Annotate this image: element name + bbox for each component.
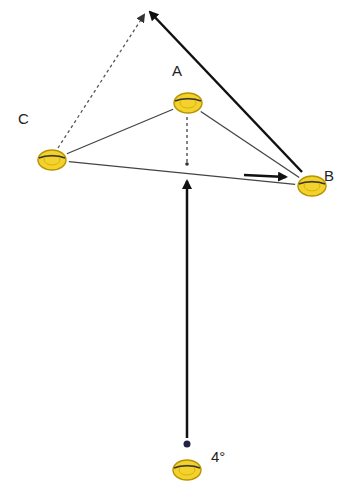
stone-label: B bbox=[324, 168, 334, 183]
curling-stone bbox=[172, 91, 204, 115]
small-arrow bbox=[244, 175, 286, 177]
stone-node: 4° bbox=[171, 458, 203, 482]
aim-dot bbox=[184, 441, 191, 448]
dashed-drop bbox=[186, 117, 187, 162]
stone-label: C bbox=[18, 111, 29, 126]
curling-stone bbox=[296, 174, 328, 198]
stone-node: B bbox=[296, 174, 328, 198]
stone-label: A bbox=[172, 63, 182, 78]
stone-node: A bbox=[172, 91, 204, 115]
b-arrow bbox=[150, 12, 302, 172]
stone-label: 4° bbox=[211, 449, 225, 464]
contact-dot bbox=[185, 162, 189, 166]
stone-node: C bbox=[36, 148, 68, 172]
delivery-arrow bbox=[186, 181, 189, 438]
triangle-line bbox=[201, 112, 299, 178]
triangle-line bbox=[69, 162, 295, 185]
curling-stone bbox=[36, 148, 68, 172]
curling-stone bbox=[171, 458, 203, 482]
c-dashed-arrow bbox=[58, 15, 144, 148]
triangle-line bbox=[67, 109, 173, 154]
